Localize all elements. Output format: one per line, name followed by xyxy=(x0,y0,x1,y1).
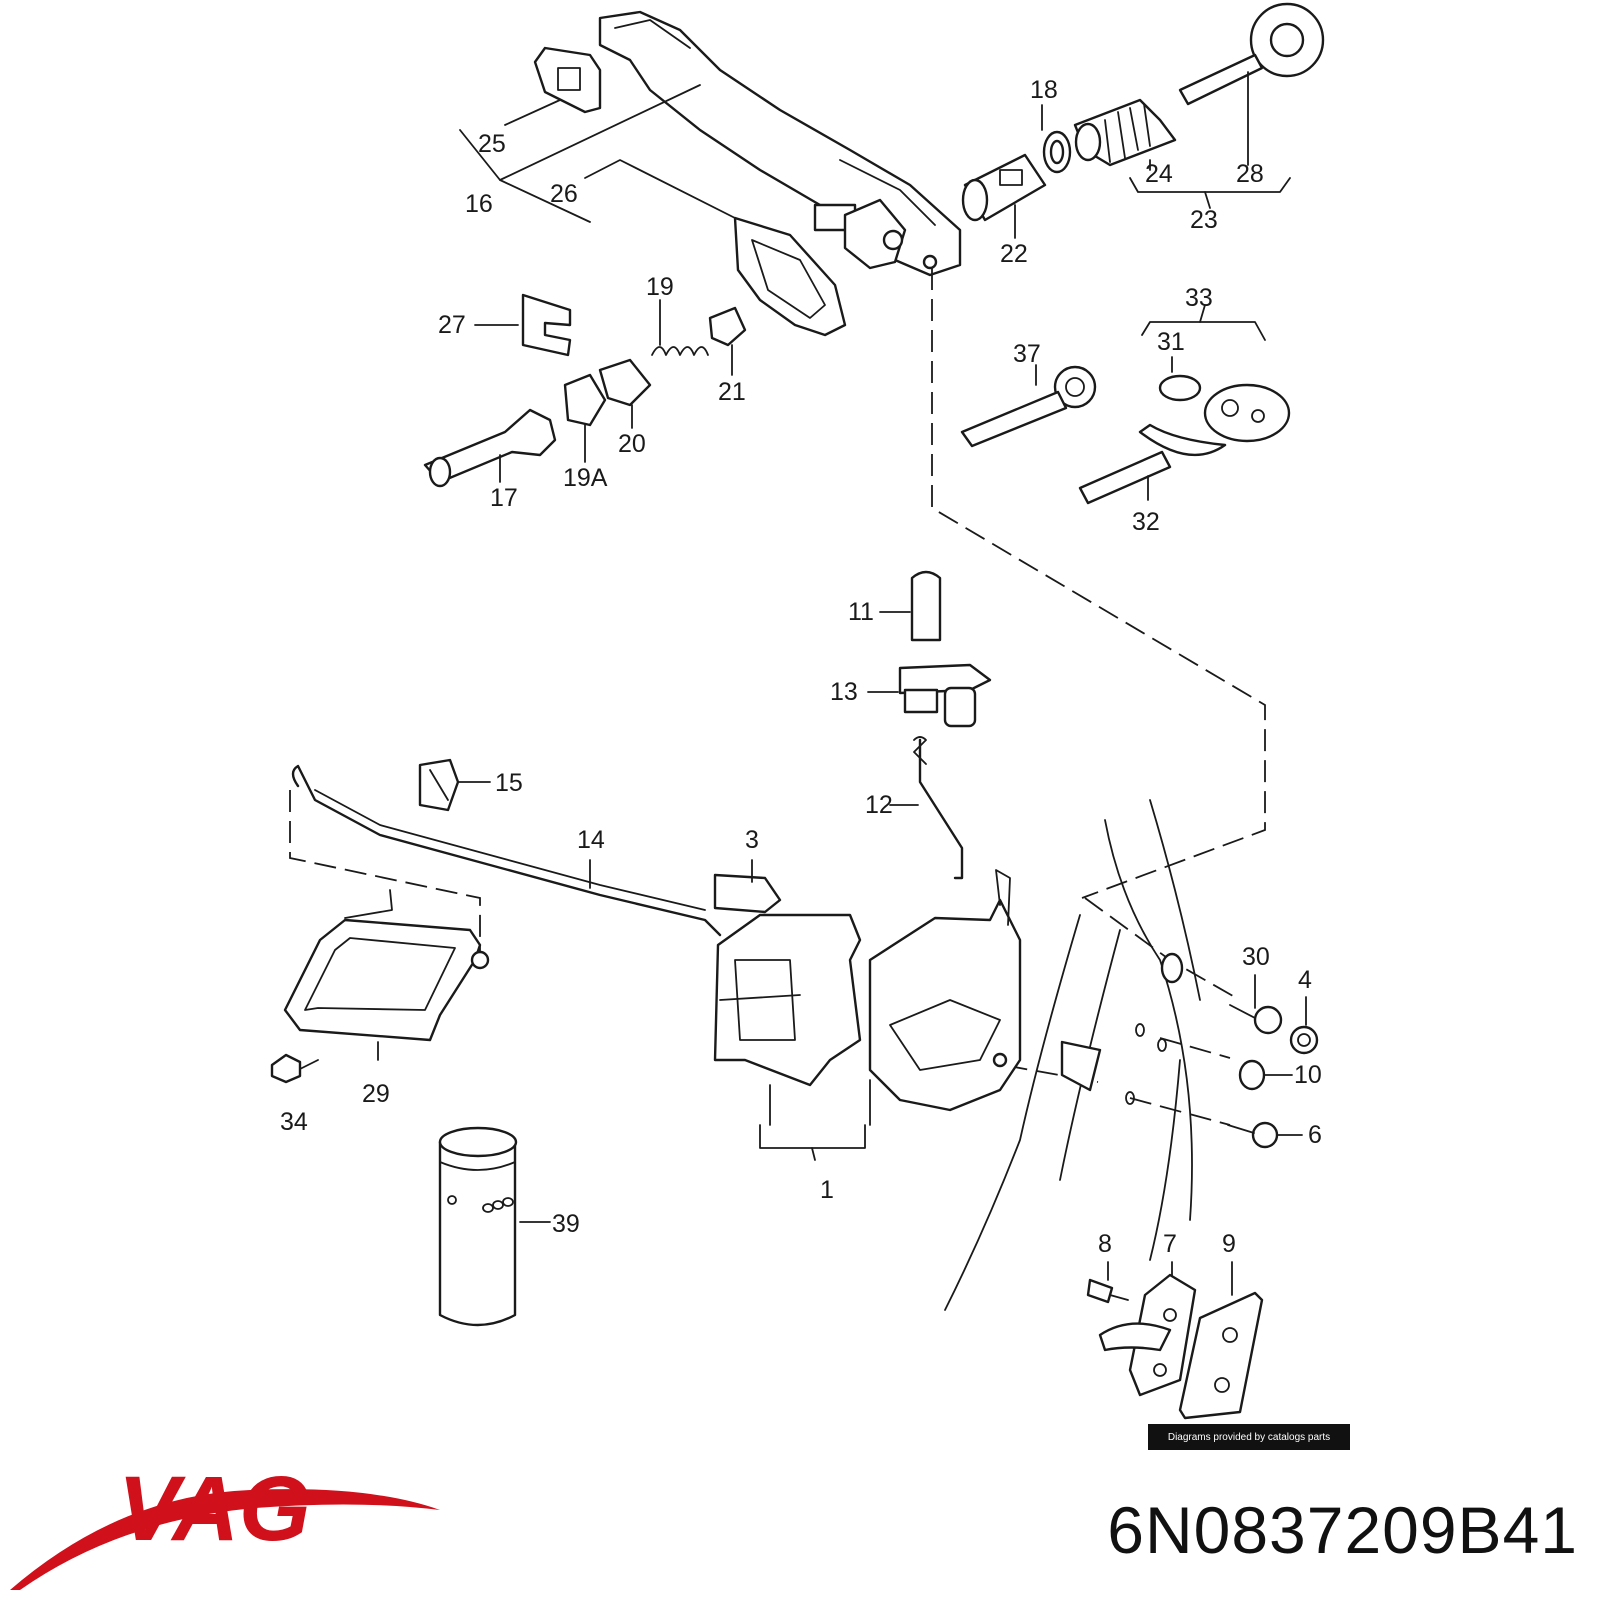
callout-labels: 25 16 26 18 24 28 23 22 27 19 21 20 19A … xyxy=(280,76,1322,1258)
diagram-credit-text: Diagrams provided by catalogs parts xyxy=(1167,1431,1331,1443)
label-39: 39 xyxy=(552,1210,580,1238)
lock-cylinder-assembly xyxy=(960,2,1325,505)
label-19a: 19A xyxy=(563,464,608,492)
logo-text: VAG xyxy=(118,1458,311,1560)
label-34: 34 xyxy=(280,1108,308,1136)
label-12: 12 xyxy=(865,791,893,819)
label-23: 23 xyxy=(1190,206,1218,234)
cable-assembly xyxy=(291,758,782,937)
label-4: 4 xyxy=(1298,966,1312,994)
label-24: 24 xyxy=(1145,160,1173,188)
door-frame xyxy=(944,799,1201,1311)
label-9: 9 xyxy=(1222,1230,1236,1258)
label-26: 26 xyxy=(550,180,578,208)
grease-tube xyxy=(438,1126,518,1327)
label-13: 13 xyxy=(830,678,858,706)
label-32: 32 xyxy=(1132,508,1160,536)
label-8: 8 xyxy=(1098,1230,1112,1258)
logo-swoosh xyxy=(10,1489,440,1590)
part-number: 6N0837209B41 xyxy=(1107,1493,1578,1567)
label-16: 16 xyxy=(465,190,493,218)
label-30: 30 xyxy=(1242,943,1270,971)
label-25: 25 xyxy=(478,130,506,158)
label-7: 7 xyxy=(1163,1230,1177,1258)
diagram-credit-badge: Diagrams provided by catalogs parts xyxy=(1148,1424,1350,1450)
striker-plate xyxy=(1086,1273,1264,1420)
label-27: 27 xyxy=(438,311,466,339)
door-lock-mechanism xyxy=(713,869,1022,1161)
fasteners xyxy=(1227,1004,1319,1149)
vag-logo: VAG xyxy=(10,1458,440,1590)
label-1: 1 xyxy=(820,1176,834,1204)
inner-handle xyxy=(270,889,490,1084)
label-37: 37 xyxy=(1013,340,1041,368)
leader-lines xyxy=(377,71,1307,1296)
door-handle-assembly xyxy=(533,10,962,337)
label-19: 19 xyxy=(646,273,674,301)
lock-knob-assembly xyxy=(898,570,992,880)
label-11: 11 xyxy=(848,598,874,626)
lock-small-parts xyxy=(423,293,747,488)
label-22: 22 xyxy=(1000,240,1028,268)
label-15: 15 xyxy=(495,769,523,797)
label-21: 21 xyxy=(718,378,746,406)
label-20: 20 xyxy=(618,430,646,458)
label-17: 17 xyxy=(490,484,518,512)
label-6: 6 xyxy=(1308,1121,1322,1149)
label-18: 18 xyxy=(1030,76,1058,104)
label-33: 33 xyxy=(1185,284,1213,312)
label-29: 29 xyxy=(362,1080,390,1108)
label-3: 3 xyxy=(745,826,759,854)
label-14: 14 xyxy=(577,826,605,854)
label-28: 28 xyxy=(1236,160,1264,188)
label-10: 10 xyxy=(1294,1061,1322,1089)
label-31: 31 xyxy=(1157,328,1185,356)
